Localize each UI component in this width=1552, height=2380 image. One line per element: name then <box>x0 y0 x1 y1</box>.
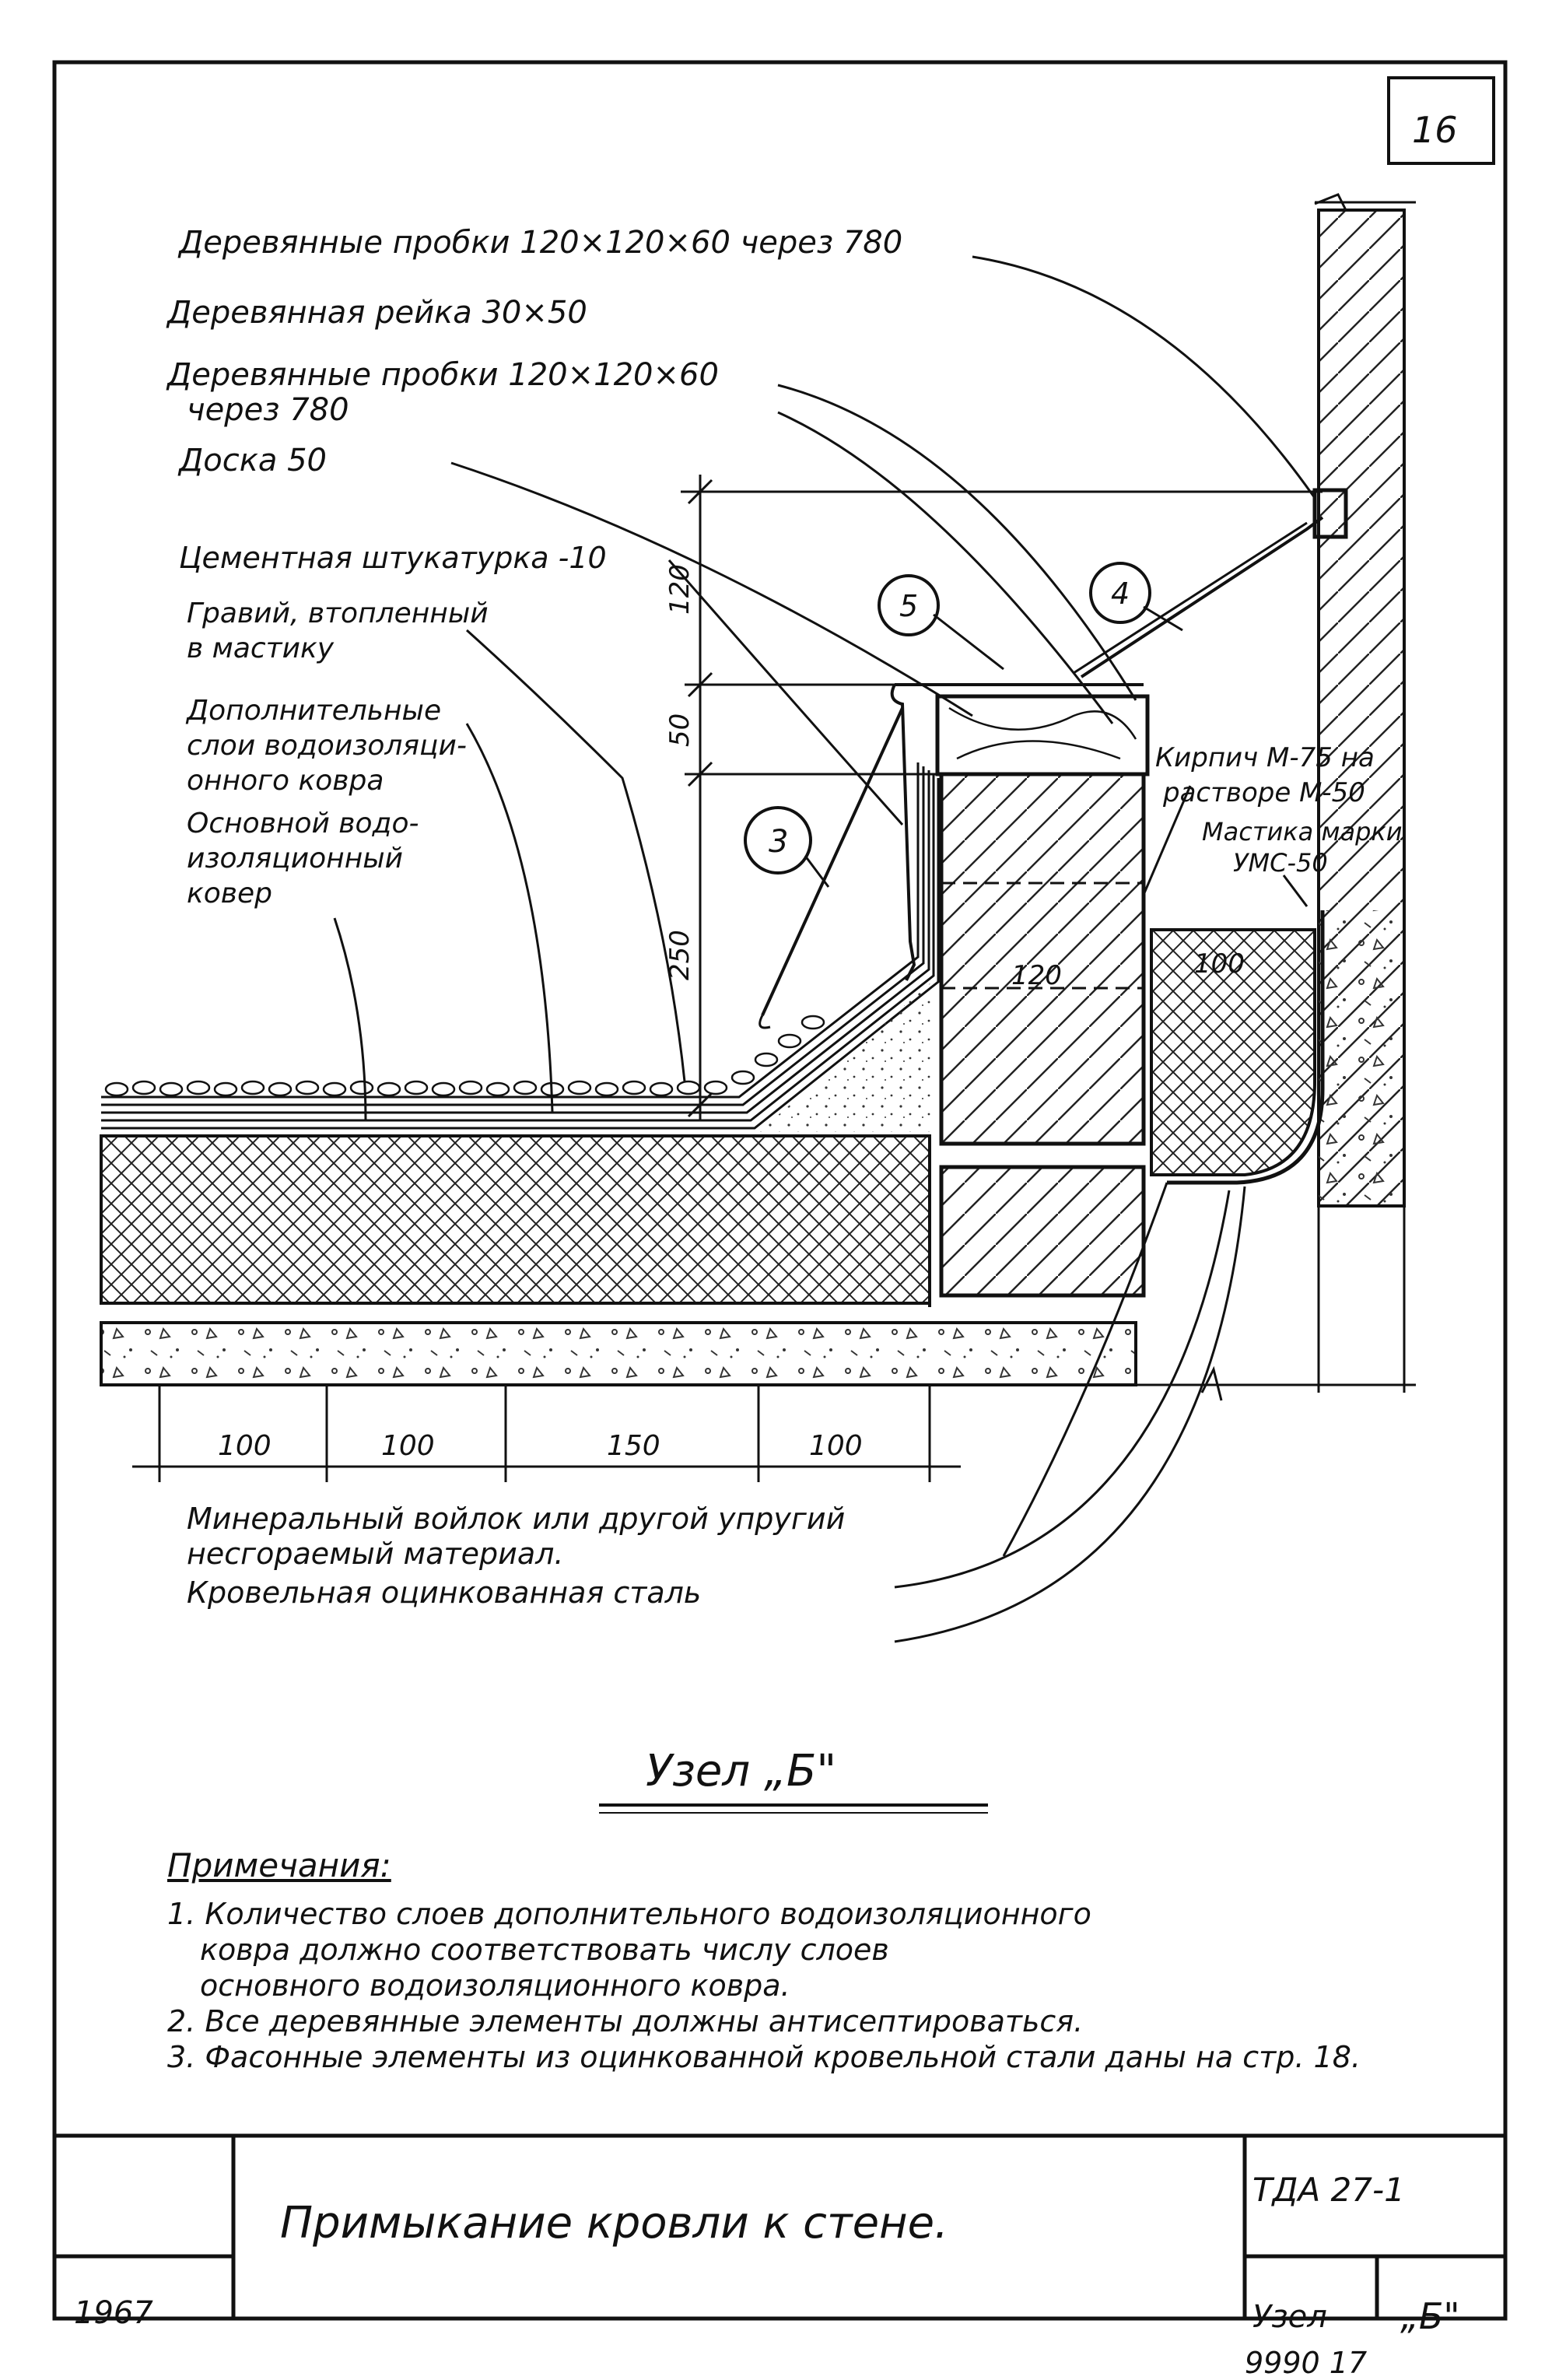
note-3: 3. Фасонные элементы из оцинкованной кро… <box>167 2040 1361 2074</box>
note-2: 2. Все деревянные элементы должны антисе… <box>167 2004 1084 2038</box>
note-1a: 1. Количество слоев дополнительного водо… <box>167 1897 1091 1931</box>
label-extra-layers-1: Дополнительные <box>185 695 441 727</box>
bottom-number: 9990 17 <box>1245 2346 1368 2380</box>
roof-slab <box>100 1321 1137 1386</box>
horizontal-dimensions <box>132 1385 961 1482</box>
label-mineral-felt-1: Минеральный войлок или другой упругий <box>187 1502 845 1536</box>
label-gravel-2: в мастику <box>187 633 335 664</box>
label-brick-1: Кирпич М-75 на <box>1155 742 1375 773</box>
dim-50-vertical: 50 <box>664 713 695 747</box>
label-mastic-2: УМС-50 <box>1233 848 1328 878</box>
wooden-plank <box>935 694 1150 776</box>
dim-150: 150 <box>607 1430 660 1462</box>
label-wood-plugs-1: Деревянные пробки 120×120×60 через 780 <box>177 225 902 261</box>
parapet-brick-lower <box>939 1165 1146 1298</box>
label-wood-plugs-2: Деревянные пробки 120×120×60 <box>166 357 719 393</box>
label-wood-batten: Деревянная рейка 30×50 <box>166 295 587 331</box>
label-steel: Кровельная оцинкованная сталь <box>187 1576 701 1610</box>
page-number-box <box>1387 76 1495 165</box>
note-1b: ковра должно соответствовать числу слоев <box>200 1933 889 1967</box>
outer-frame <box>52 60 1508 2321</box>
dim-100-inner: 100 <box>1194 948 1245 980</box>
note-1c: основного водоизоляционного ковра. <box>200 1968 790 2003</box>
label-main-carpet-1: Основной водо- <box>187 808 419 839</box>
label-wood-plugs-2b: через 780 <box>187 392 349 428</box>
stamp-sheet-label: Узел <box>1252 2299 1327 2335</box>
dim-120-inner: 120 <box>1011 960 1062 991</box>
label-extra-layers-3: онного ковра <box>187 765 384 797</box>
notes-heading: Примечания: <box>167 1846 391 1884</box>
label-gravel-1: Гравий, втопленный <box>187 598 489 629</box>
dim-100-b: 100 <box>381 1430 435 1462</box>
stamp-year: 1967 <box>74 2295 153 2331</box>
notes: Примечания: 1. Количество слоев дополнит… <box>167 1848 1451 2075</box>
stamp-code: ТДА 27-1 <box>1252 2171 1405 2209</box>
mineral-felt <box>1150 928 1316 1176</box>
parapet-brick-upper <box>939 772 1146 1146</box>
dim-120-vertical: 120 <box>664 564 695 615</box>
node-title: Узел „Б" <box>646 1746 836 1796</box>
leader-lines <box>333 255 1316 1643</box>
concrete-fill <box>758 980 934 1132</box>
callout-circle-5 <box>878 574 940 636</box>
galvanized-steel-apron <box>1167 910 1325 1185</box>
counter-flashing <box>1080 516 1324 678</box>
label-brick-2: растворе М-50 <box>1162 777 1365 808</box>
wall-concrete <box>1319 910 1404 1206</box>
label-cement-plaster: Цементная штукатурка -10 <box>179 541 607 575</box>
title-block <box>54 2133 1505 2319</box>
vertical-dimensions <box>681 475 1323 1120</box>
label-plank: Доска 50 <box>177 443 327 478</box>
dim-100-a: 100 <box>218 1430 272 1462</box>
page-number: 16 <box>1412 109 1458 151</box>
stamp-title: Примыкание кровли к стене. <box>280 2198 948 2249</box>
callout-4: 4 <box>1111 577 1130 611</box>
dim-250-vertical: 250 <box>664 930 695 980</box>
top-flashing <box>890 684 916 981</box>
label-extra-layers-2: слои водоизоляци- <box>187 730 467 762</box>
label-main-carpet-2: изоляционный <box>187 843 403 875</box>
label-mineral-felt-2: несгораемый материал. <box>187 1537 564 1571</box>
stamp-sheet-value: „Б" <box>1400 2295 1460 2337</box>
callout-3: 3 <box>769 824 788 860</box>
insulation <box>100 1134 931 1305</box>
callout-circle-4 <box>1089 562 1151 624</box>
dim-100-c: 100 <box>809 1430 863 1462</box>
label-main-carpet-3: ковер <box>187 878 272 910</box>
wood-batten <box>1312 488 1348 539</box>
roofing-layers <box>101 762 940 1130</box>
callout-5: 5 <box>899 589 918 623</box>
gravel <box>104 1015 825 1097</box>
label-mastic-1: Мастика марки <box>1202 817 1403 846</box>
callout-circle-3 <box>744 806 812 875</box>
